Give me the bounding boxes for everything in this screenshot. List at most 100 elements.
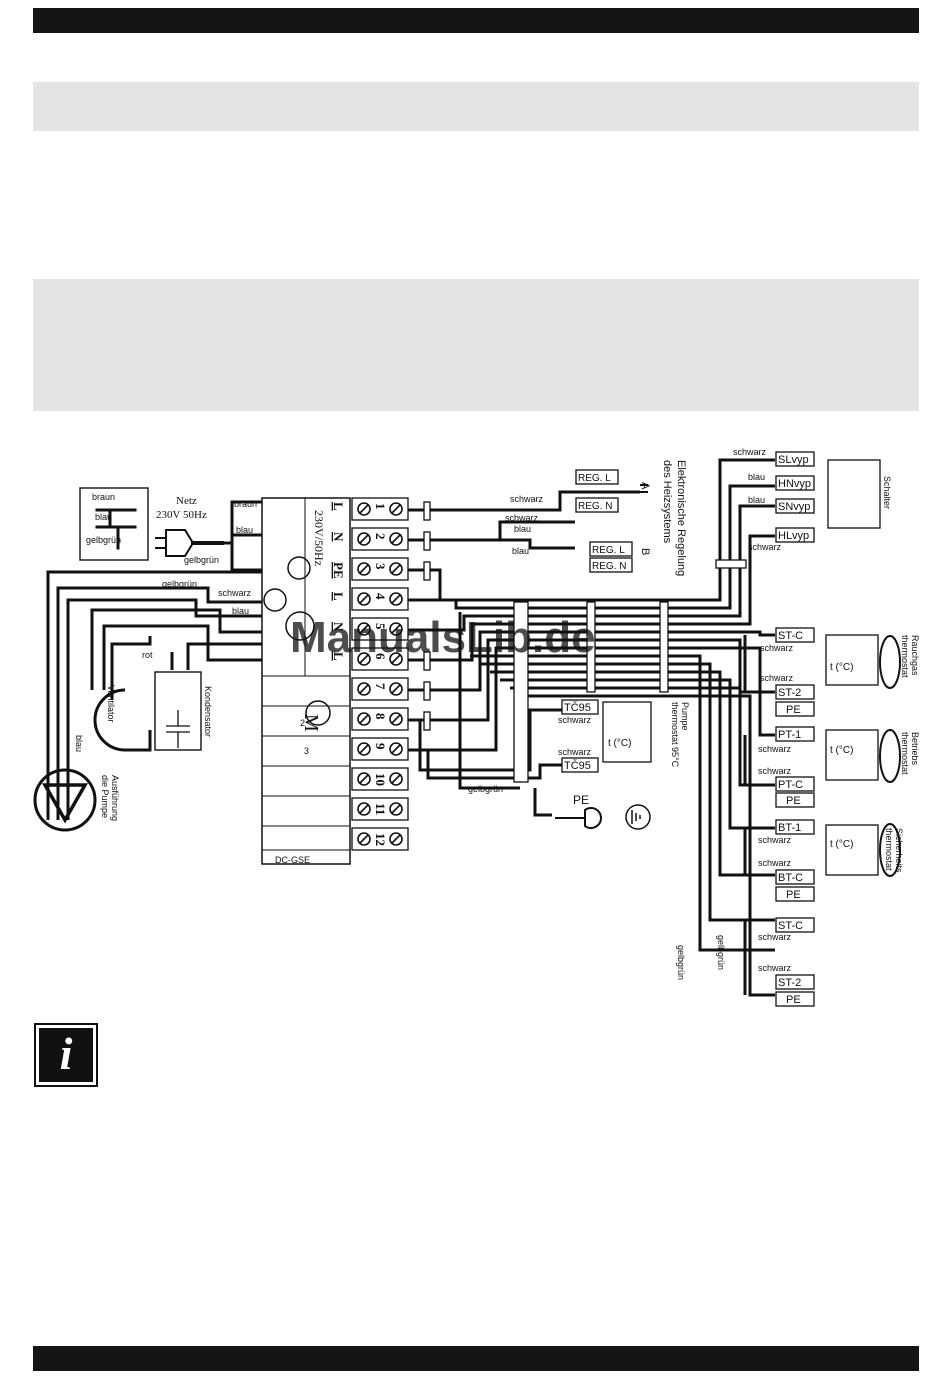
- pump-line2: die Pumpe: [100, 775, 110, 818]
- wire-schwarz-t4b: schwarz: [758, 963, 792, 973]
- t4-term-2: ST-2: [778, 977, 801, 989]
- terminal-number: 12: [373, 833, 388, 846]
- thermo2-line1: Betriebs: [910, 732, 920, 766]
- pin-label: L: [331, 652, 346, 661]
- t1-term-2: ST-2: [778, 687, 801, 699]
- t3-term-1: BT-1: [778, 822, 801, 834]
- t3-term-3: PE: [786, 889, 801, 901]
- t4-term-3: PE: [786, 994, 801, 1006]
- section-band-1: [33, 82, 919, 131]
- thermo3-line2: thermostat: [884, 828, 894, 871]
- sw-term-2: HNvyp: [778, 478, 811, 490]
- wire-schwarz-tc: schwarz: [558, 715, 592, 725]
- motor-label: M: [300, 714, 322, 732]
- terminal-block: [261, 497, 351, 865]
- pin-label: PE: [331, 562, 346, 579]
- reg-b-n: REG. N: [592, 561, 626, 572]
- t2-term-1: PT-1: [778, 729, 801, 741]
- pump-thermo-line1: Pumpe: [680, 702, 690, 731]
- regulation-title-1: Elektronische Regelung: [675, 460, 687, 576]
- wire-schwarz-sw2: schwarz: [748, 542, 782, 552]
- t4-term-1: ST-C: [778, 920, 803, 932]
- pump-thermo-line2: thermostat 95°C: [670, 702, 680, 768]
- motor-pin-2: 2: [300, 718, 305, 728]
- wire-schwarz: schwarz: [218, 588, 252, 598]
- wire-schwarz-t1a: schwarz: [760, 643, 794, 653]
- terminal-number: 10: [373, 773, 388, 786]
- regulation-b: B: [639, 548, 651, 555]
- wire-gelbgruen-2: gelbgrün: [162, 579, 197, 589]
- thermo3-line1: Sicherheits: [894, 828, 904, 873]
- tc95-top: TČ95: [564, 701, 591, 714]
- wire-gelbgruen: gelbgrün: [184, 555, 219, 565]
- footer-bar: [33, 1346, 919, 1371]
- terminal-number: 2: [373, 533, 388, 540]
- wire-schwarz-t4a: schwarz: [758, 932, 792, 942]
- wire-schwarz-sw: schwarz: [733, 447, 767, 457]
- wire-schwarz-t3b: schwarz: [758, 858, 792, 868]
- regulation-title-2: des Heizsystems: [661, 460, 673, 544]
- t3-symbol: t (°C): [830, 839, 853, 850]
- terminal-number: 3: [373, 563, 388, 570]
- wire-schwarz-reg2: schwarz: [505, 513, 539, 523]
- terminal-number: 8: [373, 713, 388, 720]
- reg-a-l: REG. L: [578, 473, 611, 484]
- terminal-number: 9: [373, 743, 388, 750]
- mains-legend-box: [79, 487, 149, 561]
- wire-schwarz-t2b: schwarz: [758, 766, 792, 776]
- reg-b-l: REG. L: [592, 545, 625, 556]
- thermo2-line2: thermostat: [900, 732, 910, 775]
- info-icon: i: [34, 1023, 98, 1087]
- sw-term-3: SNvyp: [778, 501, 810, 513]
- tc-symbol: t (°C): [608, 738, 631, 749]
- pin-label: L: [331, 502, 346, 511]
- t2-term-2: PT-C: [778, 779, 803, 791]
- mains-title: Netz: [176, 495, 197, 507]
- legend-blau: blau: [95, 512, 112, 522]
- wire-schwarz-t3a: schwarz: [758, 835, 792, 845]
- wire-gelbgruen-right2: gelbgrün: [716, 935, 726, 970]
- watermark: ManualsLib.de: [290, 613, 596, 662]
- wire-schwarz-t2a: schwarz: [758, 744, 792, 754]
- pin-label: N: [331, 532, 346, 542]
- terminal-number: 7: [373, 683, 388, 690]
- wire-rot: rot: [142, 650, 153, 660]
- motor-pin-3: 3: [304, 746, 309, 756]
- legend-braun: braun: [92, 492, 115, 502]
- model-label: DC-GSE: [275, 855, 310, 865]
- sw-term-4: HLvyp: [778, 530, 809, 542]
- wire-blau-sw: blau: [748, 472, 765, 482]
- terminal-number: 1: [373, 503, 388, 510]
- wire-gelbgruen-right: gelbgrün: [676, 945, 686, 980]
- wire-schwarz-reg: schwarz: [510, 494, 544, 504]
- t1-symbol: t (°C): [830, 662, 853, 673]
- pin-label: N: [331, 622, 346, 632]
- thermo1-line1: Rauchgas: [910, 635, 920, 676]
- t2-symbol: t (°C): [830, 745, 853, 756]
- wire-blau-reg2: blau: [512, 546, 529, 556]
- terminal-number: 11: [373, 803, 388, 815]
- sw-term-1: SLvyp: [778, 454, 809, 466]
- wire-gelbgruen-pe: gelbgrün: [468, 784, 503, 794]
- wire-schwarz-tc2: schwarz: [558, 747, 592, 757]
- wire-blau-2: blau: [232, 606, 249, 616]
- t3-term-2: BT-C: [778, 872, 803, 884]
- tc95-bottom: TČ95: [564, 759, 591, 772]
- header-bar: [33, 8, 919, 33]
- wire-braun: braun: [234, 499, 257, 509]
- thermo1-line2: thermostat: [900, 635, 910, 678]
- t2-term-3: PE: [786, 795, 801, 807]
- fan-label: Ventilator: [106, 685, 116, 723]
- t1-term-1: ST-C: [778, 630, 803, 642]
- pe-label: PE: [573, 793, 589, 807]
- wire-blau-sw2: blau: [748, 495, 765, 505]
- t1-term-3: PE: [786, 704, 801, 716]
- pump-line1: Ausführung: [110, 775, 120, 821]
- pin-label: L: [331, 592, 346, 601]
- switch-label: Schalter: [882, 476, 892, 509]
- terminal-number: 6: [373, 653, 388, 660]
- wire-schwarz-t1b: schwarz: [760, 673, 794, 683]
- terminal-number: 4: [373, 593, 388, 600]
